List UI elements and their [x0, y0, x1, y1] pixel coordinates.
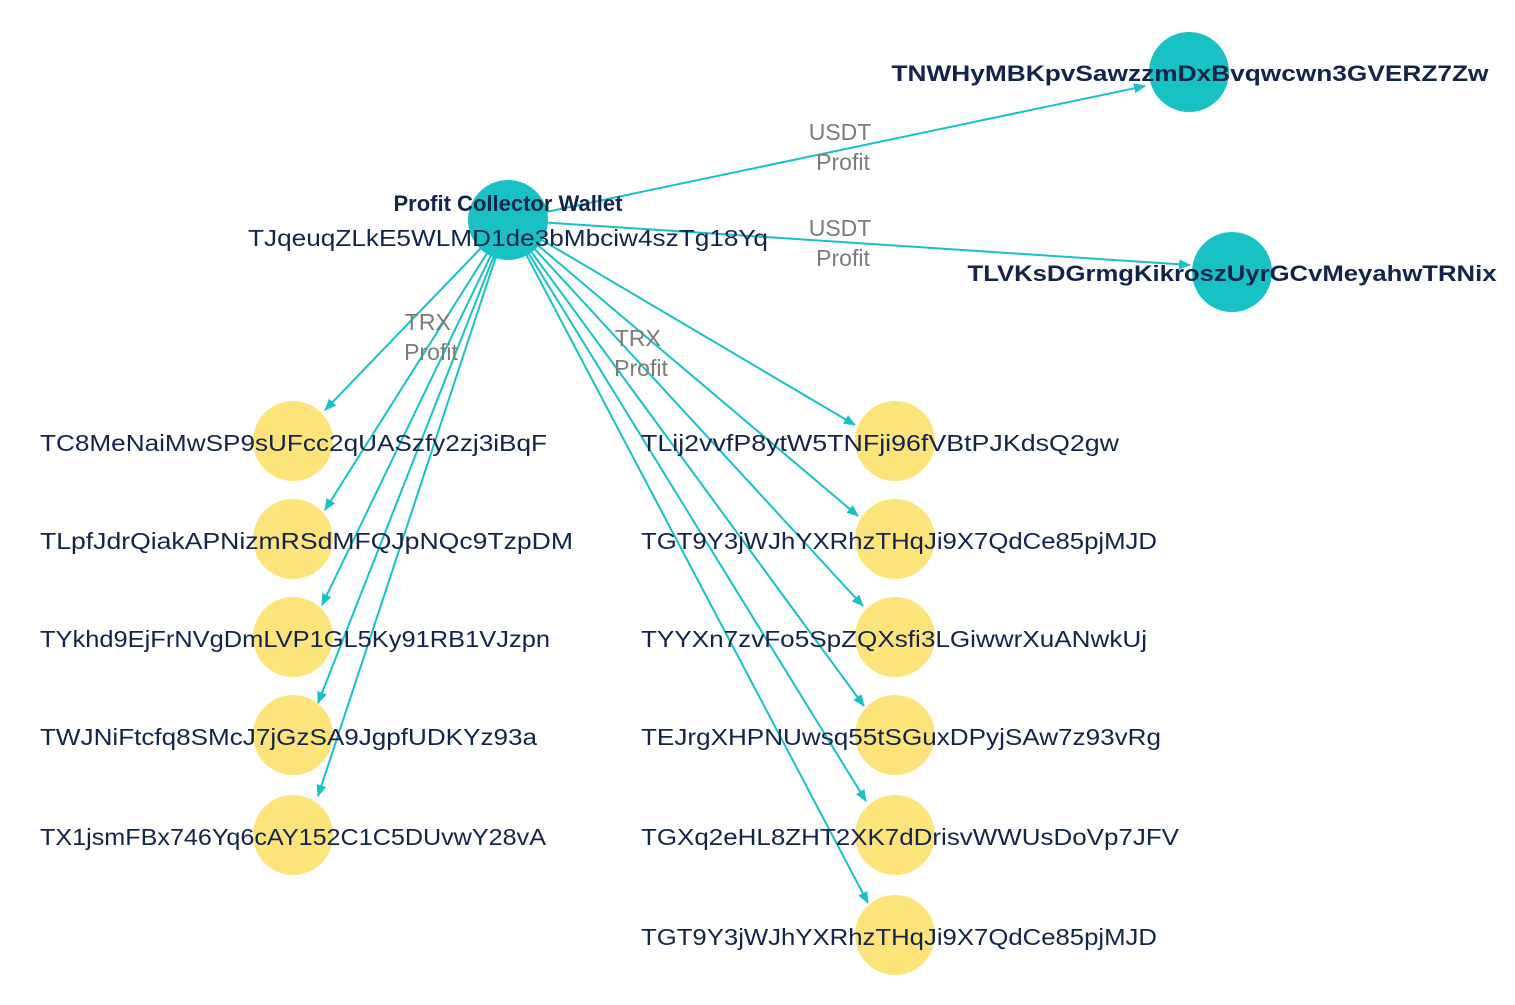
usdt-target-node-1[interactable]	[1149, 32, 1229, 112]
trx-left-node-3[interactable]	[253, 597, 333, 677]
edge-collector-to-left-2	[324, 219, 509, 511]
edges	[316, 83, 1191, 904]
trx-left-label-1: TC8MeNaiMwSP9sUFcc2qUASzfy2zj3iBqF	[40, 430, 547, 456]
collector-title: Profit Collector Wallet	[394, 191, 624, 216]
trx-right-node-2[interactable]	[855, 499, 935, 579]
edge-label-usdt-2: USDT Profit	[809, 215, 878, 271]
edge-label-trx-right-line-1: TRX	[615, 325, 661, 351]
edge-collector-to-left-3	[321, 219, 509, 606]
edge-collector-to-right-2	[507, 219, 859, 517]
node-labels: Profit Collector Wallet TJqeuqZLkE5WLMD1…	[40, 61, 1497, 950]
trx-right-label-3: TYYXn7zvFo5SpZQXsfi3LGiwwrXuANwkUj	[641, 626, 1147, 652]
edge-collector-to-left-5	[316, 219, 509, 797]
edge-label-trx-left-line-1: TRX	[405, 309, 451, 335]
trx-right-node-4[interactable]	[855, 695, 935, 775]
trx-left-node-5[interactable]	[253, 795, 333, 875]
edge-label-trx-right-line-2: Profit	[614, 355, 668, 381]
usdt-target-node-2[interactable]	[1192, 232, 1272, 312]
trx-left-label-3: TYkhd9EjFrNVgDmLVP1GL5Ky91RB1VJzpn	[40, 626, 550, 652]
trx-left-label-4: TWJNiFtcfq8SMcJ7jGzSA9JgpfUDKYz93a	[40, 724, 537, 750]
trx-right-node-5[interactable]	[855, 795, 935, 875]
edge-collector-to-usdt-2	[507, 219, 1191, 270]
trx-right-label-2: TGT9Y3jWJhYXRhzTHqJi9X7QdCe85pjMJD	[641, 528, 1157, 554]
usdt-target-label-1: TNWHyMBKpvSawzzmDxBvqwcwn3GVERZ7Zw	[892, 61, 1490, 86]
nodes	[253, 32, 1272, 975]
edge-label-usdt-1: USDT Profit	[809, 119, 878, 175]
edge-label-trx-right: TRX Profit	[614, 325, 668, 381]
trx-right-node-6[interactable]	[855, 895, 935, 975]
edge-collector-to-left-1	[324, 219, 509, 411]
trx-right-label-1: TLij2vvfP8ytW5TNFji96fVBtPJKdsQ2gw	[641, 430, 1119, 456]
trx-right-label-5: TGXq2eHL8ZHT2XK7dDrisvWWUsDoVp7JFV	[641, 824, 1180, 850]
edge-collector-to-right-4	[507, 219, 865, 707]
edge-collector-to-right-5	[507, 219, 867, 802]
trx-right-node-1[interactable]	[855, 401, 935, 481]
edge-label-usdt-2-line-2: Profit	[816, 245, 870, 271]
trx-left-label-2: TLpfJdrQiakAPNizmRSdMFQJpNQc9TzpDM	[40, 528, 573, 554]
edge-collector-to-usdt-1	[507, 83, 1146, 221]
usdt-target-label-2: TLVKsDGrmgKikroszUyrGCvMeyahwTRNix	[968, 261, 1498, 286]
trx-right-node-3[interactable]	[855, 597, 935, 677]
trx-left-label-5: TX1jsmFBx746Yq6cAY152C1C5DUvwY28vA	[40, 824, 547, 850]
edge-collector-to-right-1	[507, 219, 856, 426]
edge-label-trx-left-line-2: Profit	[404, 339, 458, 365]
trx-left-node-1[interactable]	[253, 401, 333, 481]
edge-collector-to-right-3	[507, 219, 864, 607]
trx-left-node-4[interactable]	[253, 695, 333, 775]
trx-right-label-6: TGT9Y3jWJhYXRhzTHqJi9X7QdCe85pjMJD	[641, 924, 1157, 950]
edge-collector-to-right-6	[507, 219, 869, 904]
edge-labels: USDT Profit USDT Profit TRX Profit TRX P…	[404, 119, 878, 381]
edge-label-usdt-1-line-1: USDT	[809, 119, 872, 145]
collector-node[interactable]	[468, 180, 548, 260]
edge-label-trx-left: TRX Profit	[404, 309, 458, 365]
edge-collector-to-left-4	[317, 219, 509, 704]
collector-address: TJqeuqZLkE5WLMD1de3bMbciw4szTg18Yq	[248, 225, 768, 251]
trx-right-label-4: TEJrgXHPNUwsq55tSGuxDPyjSAw7z93vRg	[641, 724, 1161, 750]
trx-left-node-2[interactable]	[253, 499, 333, 579]
edge-label-usdt-2-line-1: USDT	[809, 215, 872, 241]
edge-label-usdt-1-line-2: Profit	[816, 149, 870, 175]
